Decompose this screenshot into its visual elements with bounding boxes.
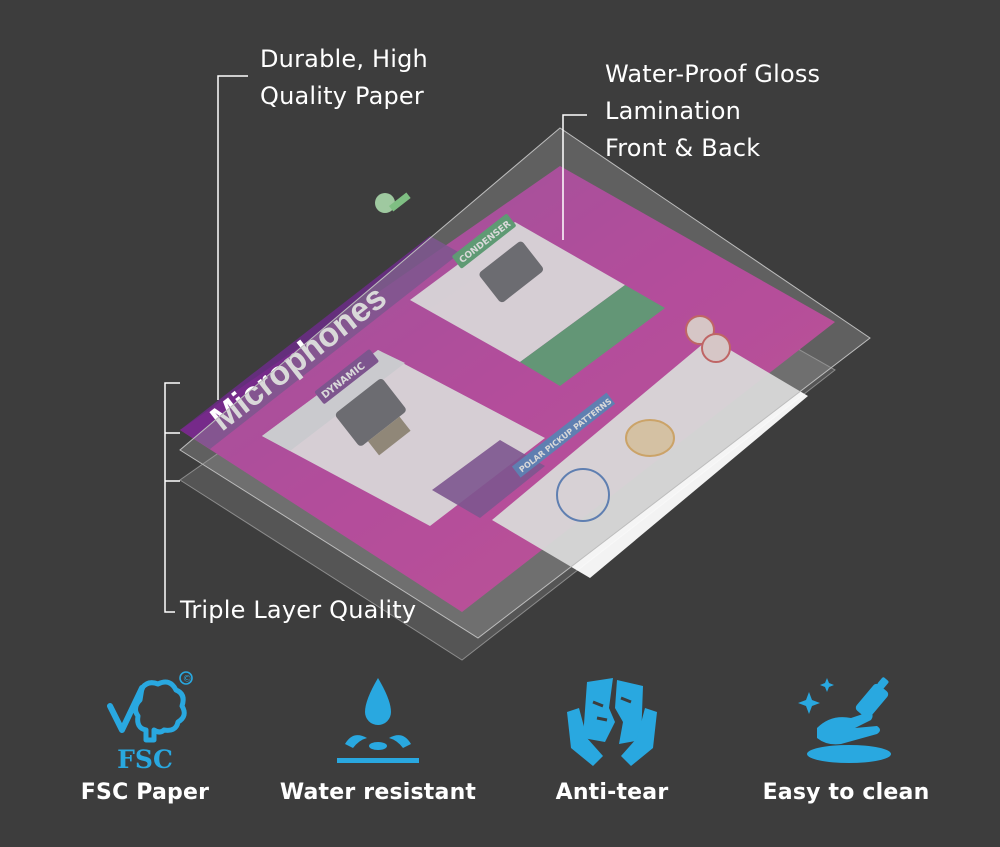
fsc-tree-icon: © FSC [107,671,193,774]
water-resistant-label: Water resistant [279,780,477,805]
hand-wiping-icon [798,677,891,763]
gloss-lamination-callout: Water-Proof Gloss Lamination Front & Bac… [605,60,821,162]
feature-water-resistant: Water resistant [273,668,483,805]
copyright-mark: © [183,675,192,685]
callout-lines [164,75,587,613]
feature-easy-to-clean: Easy to clean [741,668,951,805]
triple-layer-callout: Triple Layer Quality [180,596,417,624]
feature-anti-tear: Anti-tear [507,668,717,805]
water-drop-icon [337,678,419,763]
anti-tear-label: Anti-tear [555,780,669,805]
easy-to-clean-label: Easy to clean [762,780,930,805]
cardioid-diagram [625,419,675,457]
figure8-diagram [685,315,731,363]
top-lamination-sheet [179,127,871,639]
fsc-logo-text: FSC [117,745,173,774]
microphone-icon [375,192,411,213]
condenser-panel [410,222,625,362]
feature-fsc-paper: © FSC FSC Paper [40,668,250,805]
omni-diagram [556,468,610,522]
durable-paper-callout: Durable, High Quality Paper [260,45,428,110]
fsc-paper-label: FSC Paper [80,780,210,805]
hands-tearing-paper-icon [567,678,657,766]
